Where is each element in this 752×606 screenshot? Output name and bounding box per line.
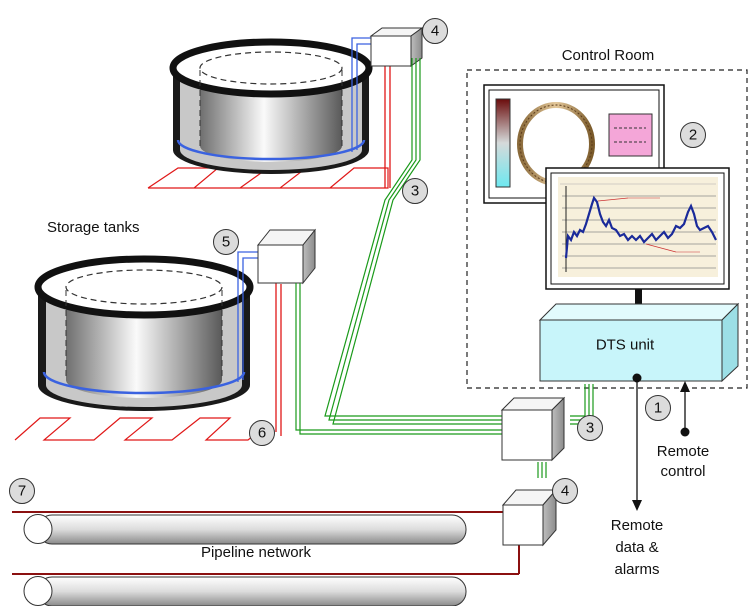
remote-data-arrow	[632, 500, 642, 511]
remote-control-arrow	[680, 381, 690, 392]
callout-4-bottom: 4	[552, 478, 578, 504]
callout-6: 6	[249, 420, 275, 446]
svg-text:3: 3	[411, 183, 419, 200]
svg-text:3: 3	[586, 420, 594, 437]
callout-2: 2	[680, 122, 706, 148]
control-room-label: Control Room	[562, 47, 655, 64]
callout-7: 7	[9, 478, 35, 504]
control-room: Control Room	[466, 47, 748, 389]
dts-unit-label: DTS unit	[596, 337, 655, 354]
svg-text:4: 4	[561, 483, 569, 500]
svg-text:1: 1	[654, 400, 662, 417]
junction-box-3-bottom	[500, 396, 566, 462]
storage-tanks-label: Storage tanks	[47, 219, 140, 236]
remote-data-label-3: alarms	[614, 561, 659, 578]
pipe-lower	[37, 576, 467, 606]
junction-box-4-top	[369, 27, 424, 67]
pipeline-network: Pipeline network	[12, 511, 520, 606]
junction-box-5	[256, 228, 317, 285]
svg-text:4: 4	[431, 23, 439, 40]
svg-text:6: 6	[258, 425, 266, 442]
storage-tank-bottom	[14, 251, 282, 441]
temperature-scale-bar	[495, 98, 511, 188]
storage-tank-top	[147, 37, 391, 189]
remote-links: Remote control Remote data & alarms	[611, 373, 710, 578]
callout-3-bottom: 3	[577, 415, 603, 441]
callout-5: 5	[213, 229, 239, 255]
junction-box-4-bottom	[501, 488, 558, 547]
remote-control-label-2: control	[660, 463, 705, 480]
remote-data-label-2: data &	[615, 539, 658, 556]
svg-text:5: 5	[222, 234, 230, 251]
sensor-fiber-bottom	[42, 371, 246, 395]
heat-trace-bottom	[14, 417, 259, 441]
svg-text:2: 2	[689, 127, 697, 144]
remote-data-label-1: Remote	[611, 517, 664, 534]
pipeline-network-label: Pipeline network	[201, 544, 312, 561]
svg-text:7: 7	[18, 483, 26, 500]
callout-4-top: 4	[422, 18, 448, 44]
trace-chart-area	[558, 177, 718, 277]
control-room-border	[466, 69, 748, 389]
monitor-stand	[635, 289, 642, 311]
pink-info-panel	[608, 113, 653, 157]
callout-1: 1	[645, 395, 671, 421]
pipe-upper	[37, 514, 467, 545]
temperature-trace	[564, 195, 717, 259]
trace-display-monitor	[545, 167, 730, 290]
remote-control-label-1: Remote	[657, 443, 710, 460]
callout-3-top: 3	[402, 178, 428, 204]
sensor-fiber-top	[176, 139, 366, 161]
dts-unit: DTS unit	[538, 302, 740, 383]
